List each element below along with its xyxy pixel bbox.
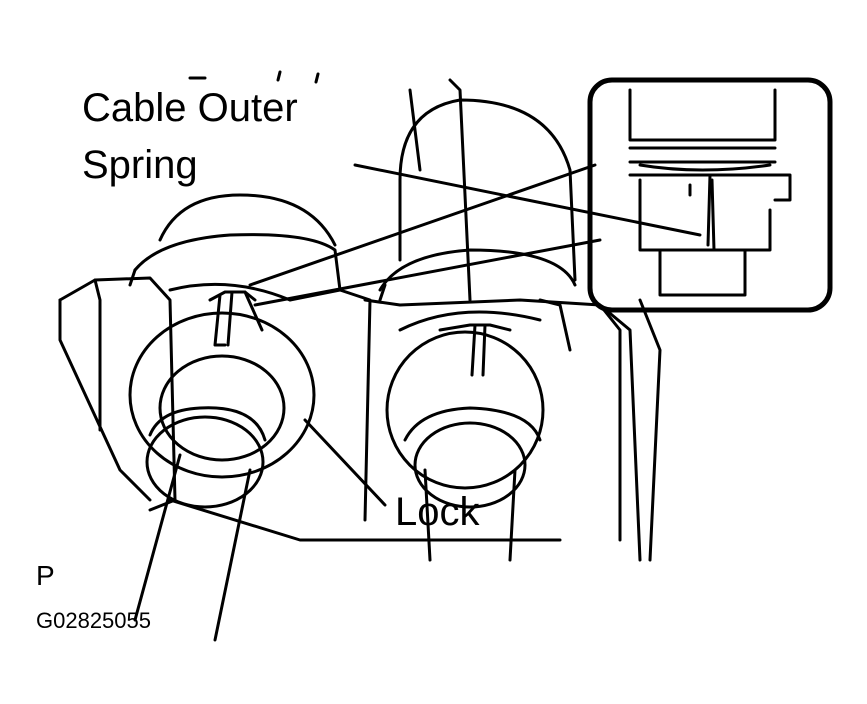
right-connector-boot [385,310,545,562]
cable-outer-spring-label-line1: Cable Outer [82,86,298,130]
leader-lines [248,163,702,507]
cable-outer-spring-label-line2: Spring [82,143,198,187]
lock-leader [303,418,387,507]
left-cable-upper-cylinder [128,193,342,292]
inset-zoom-line-lower [253,238,602,307]
lock-label: Lock [395,490,480,534]
left-cable [133,453,252,642]
figure-id: G02825055 [36,608,151,633]
left-connector-boot [128,282,316,509]
cable-outer-spring-leader [353,163,702,237]
right-cable-upper-cylinder [378,98,577,302]
detail-inset [587,77,833,313]
inset-zoom-line-upper [248,163,597,287]
view-letter: P [36,560,55,591]
left-spring-clip [208,290,264,347]
right-spring-clip [438,323,512,377]
top-marks [188,70,320,84]
